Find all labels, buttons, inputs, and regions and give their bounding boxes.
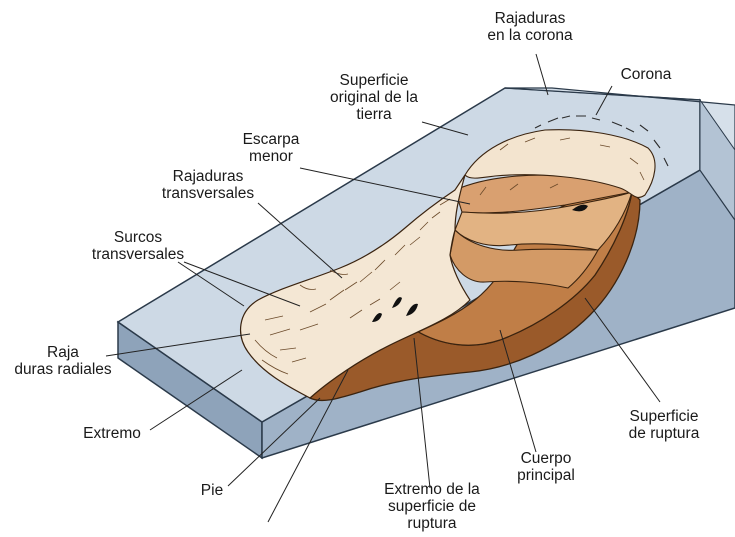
label-rajaduras-corona: Rajaduras en la corona xyxy=(487,10,572,44)
label-superficie-ruptura: Superficie de ruptura xyxy=(629,408,700,442)
label-extremo-superficie-ruptura: Extremo de la superficie de ruptura xyxy=(384,481,480,532)
label-extremo: Extremo xyxy=(83,425,141,442)
label-surcos-transversales: Surcos transversales xyxy=(92,229,184,263)
label-escarpa-menor: Escarpa menor xyxy=(243,131,300,165)
label-superficie-original: Superficie original de la tierra xyxy=(330,72,418,123)
label-rajaduras-transversales: Rajaduras transversales xyxy=(162,168,254,202)
label-raja-duras-radiales: Raja duras radiales xyxy=(14,344,111,378)
label-corona: Corona xyxy=(621,66,672,83)
label-cuerpo-principal: Cuerpo principal xyxy=(517,450,575,484)
label-pie: Pie xyxy=(201,482,223,499)
